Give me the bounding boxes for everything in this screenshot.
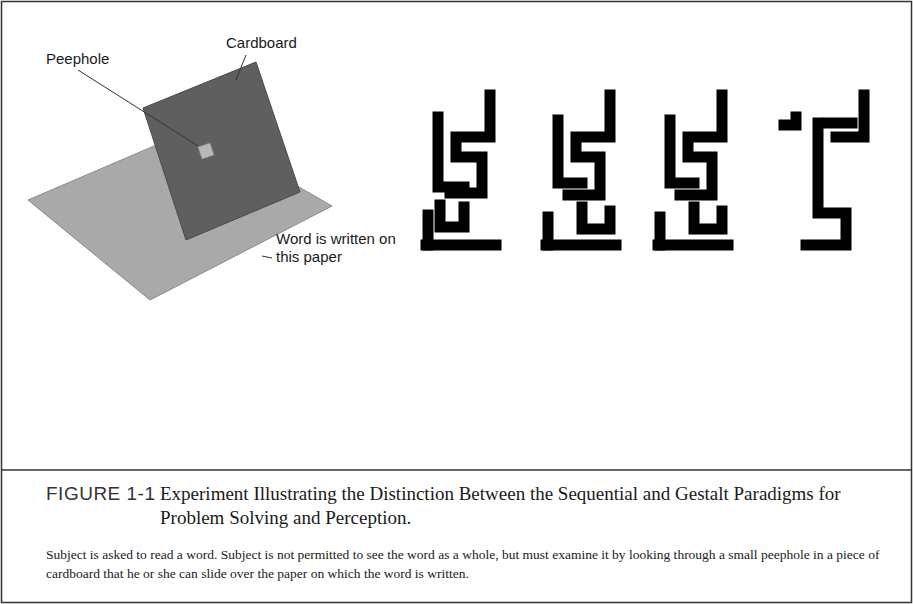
glyph bbox=[426, 95, 496, 245]
glyph bbox=[784, 95, 864, 245]
glyph bbox=[546, 95, 616, 245]
leader-line bbox=[262, 256, 272, 258]
part-label: Word is written on this paper bbox=[276, 230, 406, 266]
word-glyphs bbox=[426, 95, 864, 245]
caption-divider bbox=[2, 469, 912, 471]
cardboard-sheet bbox=[143, 62, 300, 240]
part-label: Cardboard bbox=[226, 34, 346, 52]
part-label: Peephole bbox=[46, 50, 166, 68]
peephole bbox=[198, 143, 214, 159]
figure-title: Experiment Illustrating the Distinction … bbox=[160, 482, 890, 530]
leader-line bbox=[236, 55, 246, 80]
glyph bbox=[658, 95, 728, 245]
figure-caption: Subject is asked to read a word. Subject… bbox=[46, 545, 902, 583]
leader-line bbox=[78, 70, 198, 146]
figure-number: FIGURE 1-1 bbox=[46, 482, 156, 506]
